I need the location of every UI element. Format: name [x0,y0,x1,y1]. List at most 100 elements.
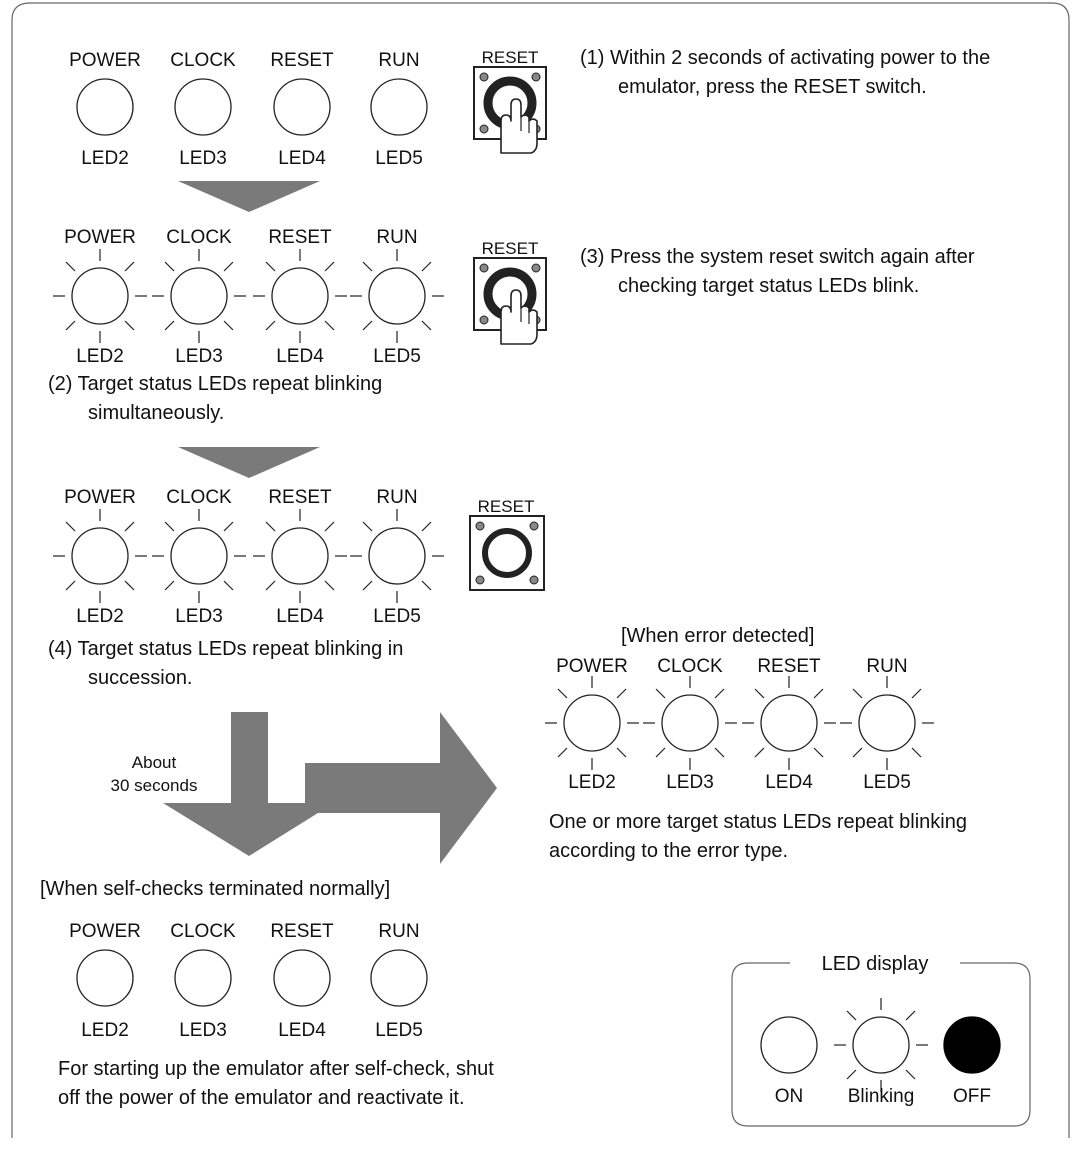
step2-led2-id: LED3 [175,346,223,367]
step3-note-line1: (3) Press the system reset switch again … [580,246,975,268]
step4-led1-name: POWER [64,487,136,508]
normal-note-line2: off the power of the emulator and reacti… [58,1087,465,1109]
error-led4-name: RUN [866,656,907,677]
step1-leds: POWER CLOCK RESET RUN LED2 LED3 LED4 LED… [69,50,428,169]
step1-note-line1: (1) Within 2 seconds of activating power… [580,47,990,69]
step2-led4-blinking [350,249,444,343]
error-led3-id: LED4 [765,772,813,793]
step4-led2-blinking [152,509,246,603]
normal-led2-on [174,949,232,1007]
step2-leds: POWER CLOCK RESET RUN [53,227,444,367]
legend-on-label: ON [775,1086,804,1107]
led-display-legend: LED display ON Blinking OFF [731,953,1031,1127]
timing-line1: About [132,753,177,772]
legend-on-led [760,1016,818,1074]
step2-led1-id: LED2 [76,346,124,367]
step1-led4-name: RUN [378,50,419,71]
normal-led3-name: RESET [270,921,334,942]
step2-led1-name: POWER [64,227,136,248]
legend-title: LED display [822,953,929,975]
step1-led3-on [273,78,331,136]
step2-led3-blinking [253,249,347,343]
normal-led1-name: POWER [69,921,141,942]
normal-note-line1: For starting up the emulator after self-… [58,1058,494,1080]
step4-reset-switch: RESET [469,497,545,591]
step2-led2-name: CLOCK [166,227,232,248]
big-right-arrow [305,712,497,864]
error-led1-id: LED2 [568,772,616,793]
step4-led1-id: LED2 [76,606,124,627]
step2-led2-blinking [152,249,246,343]
step1-led4-on [370,78,428,136]
error-led4-blinking [840,676,934,770]
legend-blinking-label: Blinking [848,1086,915,1107]
error-led1-name: POWER [556,656,628,677]
normal-led2-name: CLOCK [170,921,236,942]
down-arrow-1 [178,181,320,212]
step1-led3-name: RESET [270,50,334,71]
error-led4-id: LED5 [863,772,911,793]
step2-note-line1: (2) Target status LEDs repeat blinking [48,373,382,395]
step4-switch-label: RESET [478,497,535,516]
step4-led3-blinking [253,509,347,603]
step1-led2-on [174,78,232,136]
step2-note-line2: simultaneously. [88,402,224,424]
timing-line2: 30 seconds [111,776,198,795]
diagram-frame [11,2,1070,1138]
normal-led4-id: LED5 [375,1020,423,1041]
error-title: [When error detected] [621,625,814,647]
normal-led3-on [273,949,331,1007]
error-led2-id: LED3 [666,772,714,793]
normal-led2-id: LED3 [179,1020,227,1041]
error-led3-blinking [742,676,836,770]
step4-led4-blinking [350,509,444,603]
normal-led4-name: RUN [378,921,419,942]
error-led2-blinking [643,676,737,770]
error-note-line2: according to the error type. [549,840,788,862]
step4-note-line1: (4) Target status LEDs repeat blinking i… [48,638,403,660]
error-note-line1: One or more target status LEDs repeat bl… [549,811,967,833]
normal-led1-on [76,949,134,1007]
step2-led4-name: RUN [376,227,417,248]
step4-led2-id: LED3 [175,606,223,627]
normal-led1-id: LED2 [81,1020,129,1041]
hand-press-icon [500,289,538,345]
error-led3-name: RESET [757,656,821,677]
step4-led4-id: LED5 [373,606,421,627]
step2-reset-switch: RESET [473,239,547,345]
step4-led3-id: LED4 [276,606,324,627]
legend-box [731,962,1031,1127]
down-arrow-2 [178,447,320,478]
step1-reset-switch: RESET [473,48,547,154]
normal-title: [When self-checks terminated normally] [40,878,390,900]
step4-led1-blinking [53,509,147,603]
normal-led3-id: LED4 [278,1020,326,1041]
step2-led3-id: LED4 [276,346,324,367]
step3-note-line2: checking target status LEDs blink. [618,275,919,297]
step1-led1-on [76,78,134,136]
legend-blinking-led [834,998,928,1092]
step4-led3-name: RESET [268,487,332,508]
step4-note-line2: succession. [88,667,193,689]
step1-led4-id: LED5 [375,148,423,169]
step4-led4-name: RUN [376,487,417,508]
error-leds: POWER CLOCK RESET RUN [545,656,934,793]
error-led1-blinking [545,676,639,770]
step2-led4-id: LED5 [373,346,421,367]
normal-led4-on [370,949,428,1007]
step2-led1-blinking [53,249,147,343]
step2-switch-label: RESET [482,239,539,258]
legend-off-label: OFF [953,1086,991,1107]
step1-led1-id: LED2 [81,148,129,169]
step1-note-line2: emulator, press the RESET switch. [618,76,927,98]
normal-leds: POWER CLOCK RESET RUN LED2 LED3 LED4 LED… [69,921,428,1041]
step2-led3-name: RESET [268,227,332,248]
step4-led2-name: CLOCK [166,487,232,508]
step4-leds: POWER CLOCK RESET RUN [53,487,444,627]
step1-switch-label: RESET [482,48,539,67]
hand-press-icon [500,98,538,154]
step1-led2-id: LED3 [179,148,227,169]
big-down-arrow [163,712,334,856]
step1-led1-name: POWER [69,50,141,71]
step1-led3-id: LED4 [278,148,326,169]
